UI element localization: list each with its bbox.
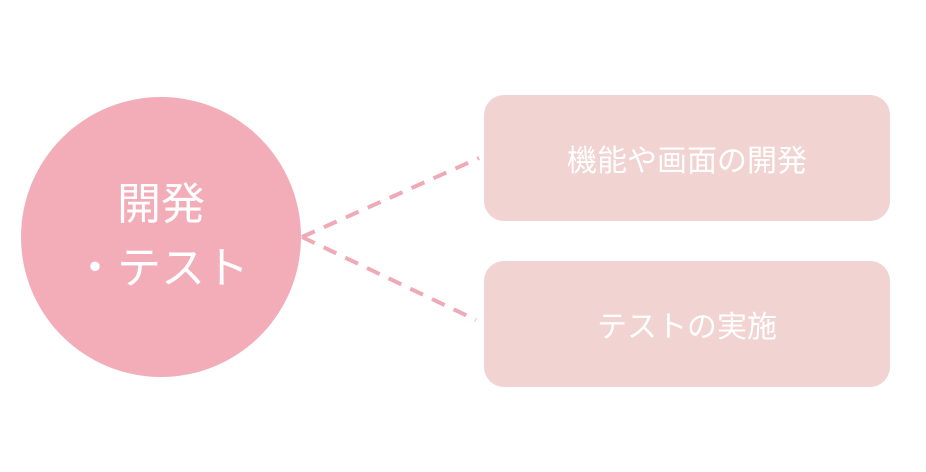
- center-node-line2: ・テスト: [73, 243, 249, 294]
- center-node-line1: 開発: [117, 179, 205, 230]
- connector-line-top: [301, 156, 480, 239]
- branch-node-testing: テストの実施: [484, 261, 890, 387]
- branch-label: テストの実施: [597, 310, 777, 345]
- branch-label: 機能や画面の開発: [567, 144, 807, 179]
- branch-node-development: 機能や画面の開発: [484, 95, 890, 221]
- connector-line-bottom: [301, 235, 477, 322]
- center-node: 開発 ・テスト: [21, 97, 301, 377]
